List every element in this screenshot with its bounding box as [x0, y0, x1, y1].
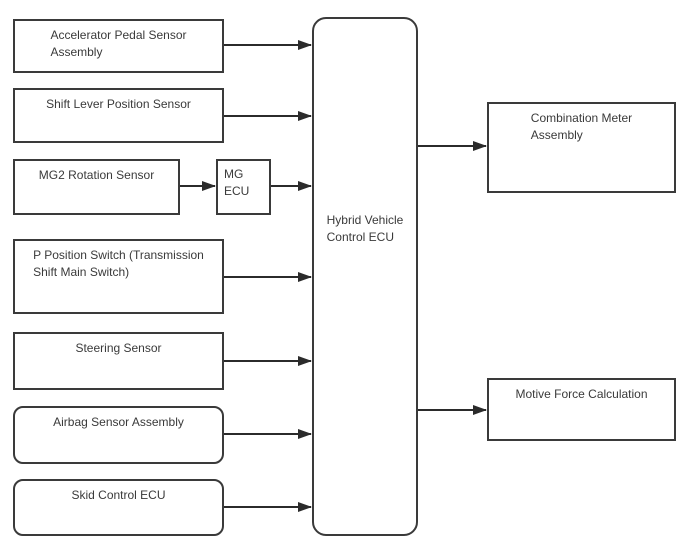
node-airbag-sensor-assembly: Airbag Sensor Assembly: [13, 406, 224, 464]
node-mg-ecu: MG ECU: [216, 159, 271, 215]
node-combination-meter-assembly: Combination Meter Assembly: [487, 102, 676, 193]
node-p-position-switch: P Position Switch (Transmission Shift Ma…: [13, 239, 224, 314]
node-label: Combination Meter Assembly: [530, 111, 633, 142]
node-hybrid-vehicle-control-ecu: Hybrid Vehicle Control ECU: [312, 17, 418, 536]
node-motive-force-calculation: Motive Force Calculation: [487, 378, 676, 441]
node-label: Steering Sensor: [75, 341, 162, 355]
node-label: MG2 Rotation Sensor: [38, 168, 155, 182]
node-skid-control-ecu: Skid Control ECU: [13, 479, 224, 536]
node-label: Motive Force Calculation: [515, 387, 648, 401]
node-label: Hybrid Vehicle Control ECU: [326, 213, 404, 244]
node-label: Airbag Sensor Assembly: [53, 415, 184, 429]
node-label: MG ECU: [224, 167, 250, 198]
node-label: Skid Control ECU: [71, 488, 166, 502]
node-label: P Position Switch (Transmission Shift Ma…: [33, 248, 204, 279]
node-label: Shift Lever Position Sensor: [46, 97, 191, 111]
node-mg2-rotation-sensor: MG2 Rotation Sensor: [13, 159, 180, 215]
node-label: Accelerator Pedal Sensor Assembly: [50, 28, 187, 59]
node-steering-sensor: Steering Sensor: [13, 332, 224, 390]
node-accelerator-pedal-sensor-assembly: Accelerator Pedal Sensor Assembly: [13, 19, 224, 73]
node-shift-lever-position-sensor: Shift Lever Position Sensor: [13, 88, 224, 143]
